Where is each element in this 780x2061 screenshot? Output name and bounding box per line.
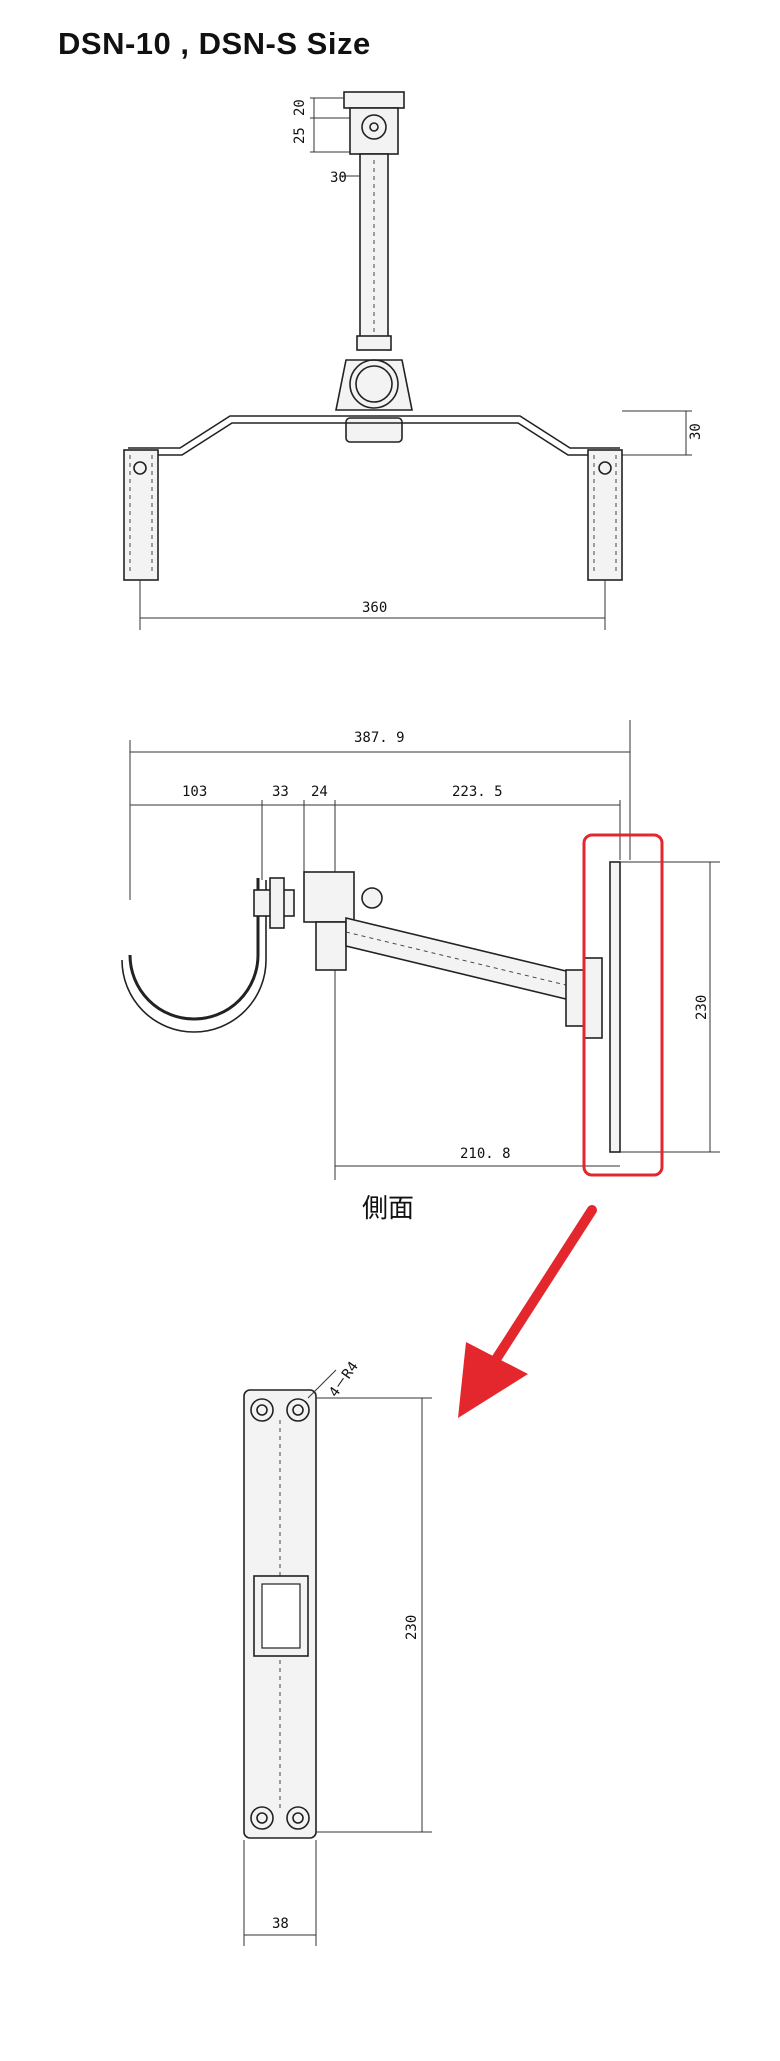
red-arrow xyxy=(458,1205,597,1418)
top-view-drawing xyxy=(123,91,692,630)
side-dim-103: 103 xyxy=(182,784,207,800)
side-view-caption: 側面 xyxy=(362,1194,415,1224)
side-dim-387-9: 387. 9 xyxy=(354,730,405,746)
page-title: DSN-10 , DSN-S Size xyxy=(58,26,371,61)
plate-dim-230: 230 xyxy=(404,1615,420,1640)
side-dim-210-8: 210. 8 xyxy=(460,1146,511,1162)
side-dim-230: 230 xyxy=(694,995,710,1020)
side-dim-33: 33 xyxy=(272,784,289,800)
side-view-drawing xyxy=(121,720,720,1180)
top-dim-20: 20 xyxy=(292,99,308,116)
top-dim-30-height: 30 xyxy=(688,423,704,440)
plate-view-drawing xyxy=(243,1369,432,1946)
top-dim-30-pipe: 30 xyxy=(330,170,347,186)
plate-dim-38: 38 xyxy=(272,1916,289,1932)
side-dim-223-5: 223. 5 xyxy=(452,784,503,800)
side-dim-24: 24 xyxy=(311,784,328,800)
highlight-box xyxy=(582,833,664,1177)
plate-dim-4-r4: 4－R4 xyxy=(326,1359,362,1400)
top-dim-25: 25 xyxy=(292,127,308,144)
top-dim-360: 360 xyxy=(362,600,387,616)
